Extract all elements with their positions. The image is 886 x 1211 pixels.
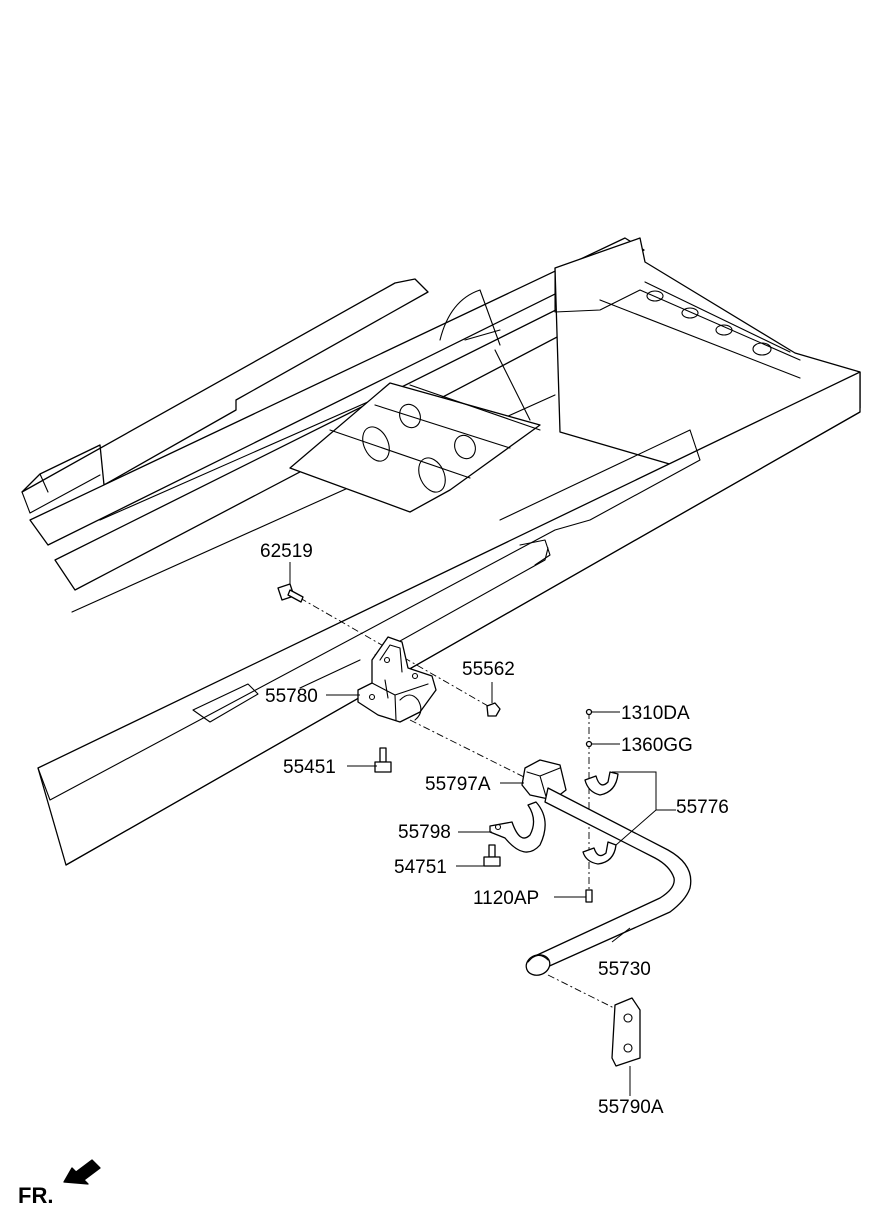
- label-55780: 55780: [265, 686, 318, 707]
- fastener-1120AP-icon: [585, 889, 593, 903]
- front-direction-label: FR.: [18, 1183, 53, 1208]
- bolt-55451-icon: [374, 747, 392, 773]
- label-55776: 55776: [676, 797, 729, 818]
- label-1360GG: 1360GG: [621, 735, 693, 756]
- clamp-55776-lower-icon: [582, 841, 617, 865]
- label-55790A: 55790A: [598, 1097, 664, 1118]
- front-direction-arrow-icon: [63, 1159, 101, 1185]
- label-55730: 55730: [598, 959, 651, 980]
- label-55797A: 55797A: [425, 774, 491, 795]
- bolt-62519-icon: [277, 583, 304, 603]
- vehicle-frame: [21, 237, 861, 866]
- bolt-54751-icon: [483, 844, 501, 867]
- label-1120AP: 1120AP: [473, 888, 539, 909]
- fastener-1310DA-icon: [585, 708, 593, 716]
- clamp-55776-upper-icon: [584, 771, 619, 796]
- nut-55562-icon: [486, 702, 501, 717]
- label-54751: 54751: [394, 857, 447, 878]
- stabilizer-bar-55730-icon: [525, 787, 692, 976]
- link-55790A-icon: [611, 997, 641, 1067]
- label-1310DA: 1310DA: [621, 703, 690, 724]
- label-55451: 55451: [283, 757, 336, 778]
- bracket-55780-icon: [357, 636, 437, 723]
- bushing-55797A-icon: [521, 759, 567, 801]
- part-labels: 62519 55780 55562 55451 1310DA 1360GG 55…: [18, 541, 729, 1208]
- leader-lines: [289, 562, 676, 1096]
- fastener-1360GG-icon: [585, 740, 593, 748]
- label-55562: 55562: [462, 659, 515, 680]
- bracket-55798-icon: [489, 801, 546, 853]
- label-62519: 62519: [260, 541, 313, 562]
- label-55798: 55798: [398, 822, 451, 843]
